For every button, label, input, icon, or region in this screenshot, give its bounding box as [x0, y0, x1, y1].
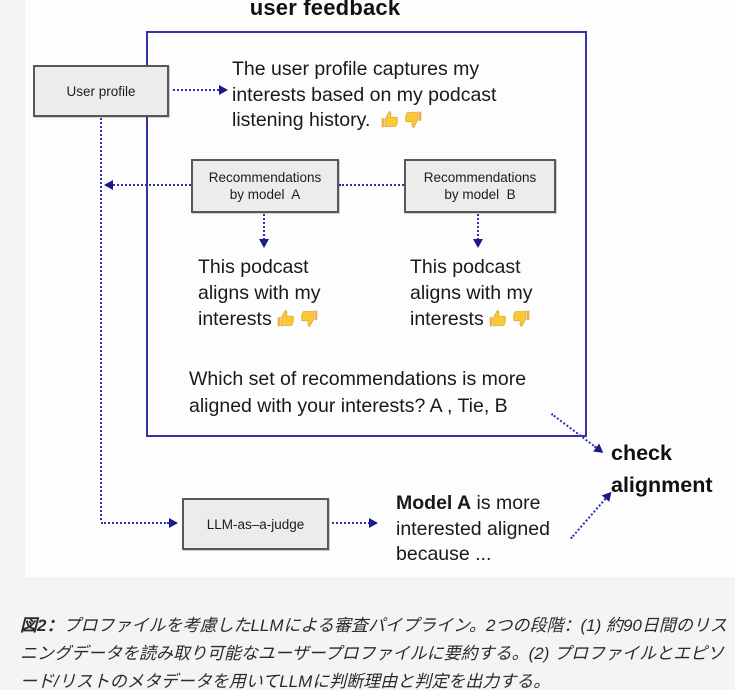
connector-llm-to-verdict — [332, 522, 370, 524]
figure-label: 図2： — [20, 616, 64, 635]
arrowhead-down-icon — [259, 239, 269, 248]
question-line2: aligned with your interests? A , Tie, B — [189, 394, 508, 417]
user-feedback-frame — [146, 31, 587, 437]
diagram-title: user feedback — [249, 0, 401, 20]
thumbs-down-icon — [403, 109, 424, 130]
profile-feedback-line1: The user profile captures my — [232, 58, 480, 80]
comparison-question-text: Which set of recommendations is more ali… — [189, 366, 526, 419]
arrowhead-down-icon — [473, 239, 483, 248]
caption-line2: ニングデータを読み取り可能なユーザープロファイルに要約する。(2) プロファイル… — [20, 644, 725, 663]
arrowhead-right-icon — [219, 85, 228, 95]
connector-rec-a-to-rec-b — [339, 184, 404, 186]
verdict-model-name: Model A — [396, 492, 472, 514]
check-alignment-line1: check — [611, 441, 672, 465]
profile-feedback-line3: listening history. — [232, 108, 496, 134]
connector-rec-a-to-profile-line — [113, 184, 191, 186]
recommendations-model-b-box: Recommendations by model B — [404, 159, 556, 213]
align-feedback-b-text: This podcast aligns with my interests — [410, 254, 532, 332]
rec-b-line2: by model B — [444, 187, 516, 202]
user-profile-label: User profile — [66, 83, 136, 99]
thumbs-up-icon — [487, 308, 508, 329]
align-feedback-a-text: This podcast aligns with my interests — [198, 254, 320, 332]
verdict-line2: interested aligned — [396, 517, 550, 540]
profile-feedback-line2: interests based on my podcast — [232, 83, 497, 106]
thumbs-down-icon — [511, 308, 532, 329]
check-alignment-label: check alignment — [611, 437, 713, 501]
question-line1: Which set of recommendations is more — [189, 368, 527, 390]
connector-profile-down — [100, 118, 102, 520]
thumbs-up-icon — [379, 109, 400, 130]
caption-line1: 図2：プロファイルを考慮したLLMによる審査パイプライン。2つの段階：(1) 約… — [20, 616, 727, 635]
llm-judge-label: LLM-as–a-judge — [206, 516, 305, 532]
connector-rec-a-down — [263, 214, 265, 240]
align-a-line1: This podcast — [198, 256, 309, 278]
check-alignment-line2: alignment — [611, 473, 713, 497]
align-b-line1: This podcast — [410, 256, 521, 278]
recommendations-model-a-box: Recommendations by model A — [191, 159, 339, 213]
arrowhead-left-icon — [104, 180, 113, 190]
user-profile-box: User profile — [33, 65, 169, 117]
thumbs-down-icon — [299, 308, 320, 329]
align-b-line3: interests — [410, 306, 532, 332]
figure-caption: 図2：プロファイルを考慮したLLMによる審査パイプライン。2つの段階：(1) 約… — [20, 612, 727, 690]
arrowhead-right-icon — [169, 518, 178, 528]
align-b-line2: aligns with my — [410, 282, 533, 304]
align-a-line2: aligns with my — [198, 282, 321, 304]
caption-line3: ード/リストのメタデータを用いてLLMに判断理由と判定を出力する。 — [20, 672, 551, 690]
rec-a-line1: Recommendations — [208, 170, 322, 185]
profile-feedback-text: The user profile captures my interests b… — [232, 57, 496, 134]
llm-verdict-text: Model A is more interested aligned becau… — [396, 491, 550, 568]
connector-profile-to-text — [173, 89, 219, 91]
arrowhead-right-icon — [369, 518, 378, 528]
verdict-line1: Model A is more — [396, 492, 541, 514]
connector-to-llm-judge — [101, 522, 169, 524]
rec-b-line1: Recommendations — [423, 170, 537, 185]
rec-a-line2: by model A — [229, 187, 301, 202]
llm-as-a-judge-box: LLM-as–a-judge — [182, 498, 329, 550]
thumbs-up-icon — [275, 308, 296, 329]
align-a-line3: interests — [198, 306, 320, 332]
verdict-line3: because ... — [396, 543, 492, 565]
connector-rec-b-down — [477, 214, 479, 240]
